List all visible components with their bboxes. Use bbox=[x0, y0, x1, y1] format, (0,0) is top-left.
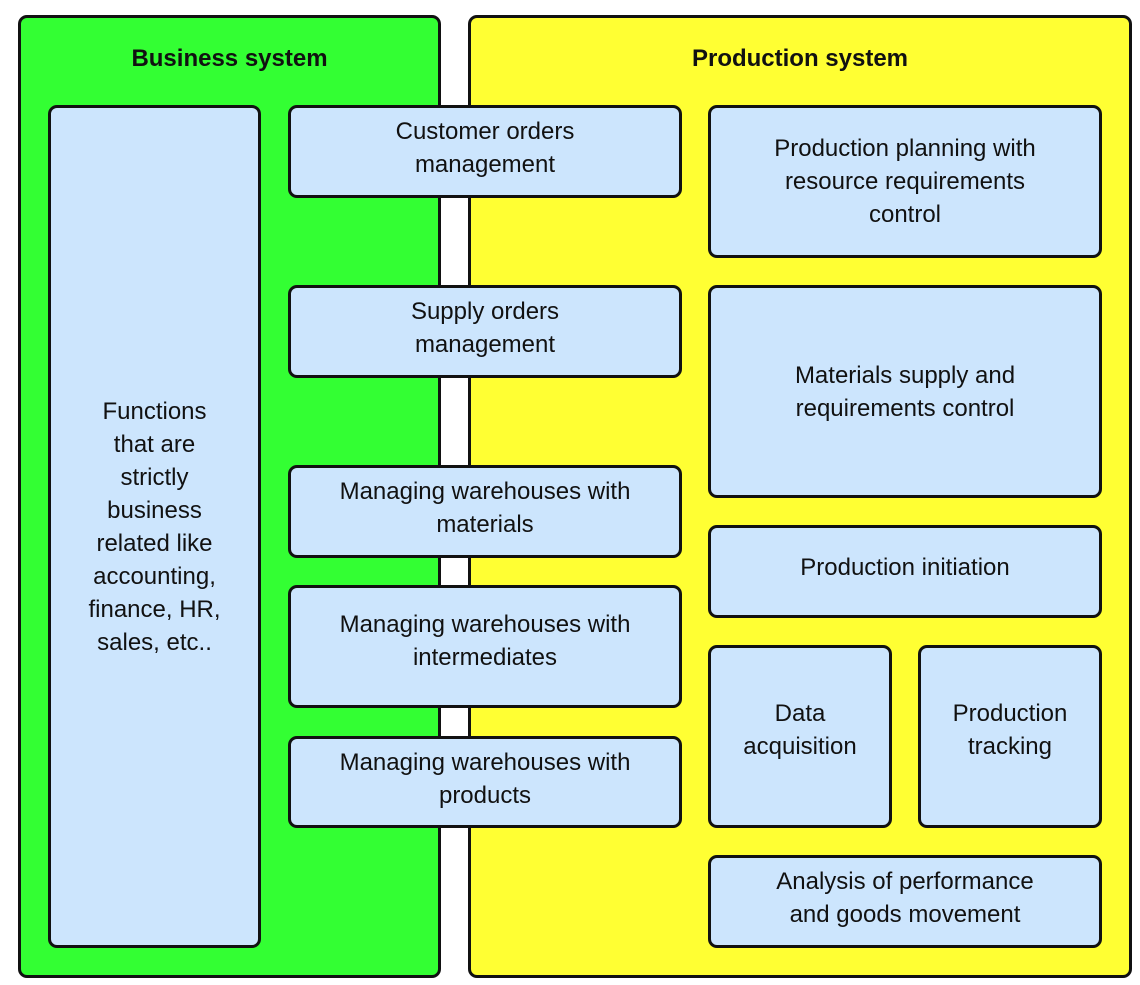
materials-supply-text: Materials supply and requirements contro… bbox=[794, 361, 1016, 422]
customer-orders-box: Customer orders management bbox=[288, 105, 682, 198]
warehouses-products-box: Managing warehouses with products bbox=[288, 736, 682, 828]
production-planning-box: Production planning with resource requir… bbox=[708, 105, 1102, 258]
supply-orders-text: Supply orders management bbox=[410, 298, 560, 358]
production-tracking-box: Production tracking bbox=[918, 645, 1102, 828]
production-planning-text: Production planning with resource requir… bbox=[774, 135, 1036, 228]
business-system-title: Business system bbox=[131, 45, 328, 72]
warehouses-intermediates-text: Managing warehouses with intermediates bbox=[339, 611, 631, 671]
customer-orders-text: Customer orders management bbox=[395, 118, 575, 178]
analysis-text: Analysis of performance and goods moveme… bbox=[776, 868, 1034, 928]
warehouses-intermediates-box: Managing warehouses with intermediates bbox=[288, 585, 682, 708]
data-acquisition-text: Data acquisition bbox=[743, 699, 857, 760]
production-tracking-text: Production tracking bbox=[952, 699, 1068, 760]
analysis-box: Analysis of performance and goods moveme… bbox=[708, 855, 1102, 948]
production-initiation-box: Production initiation bbox=[708, 525, 1102, 618]
materials-supply-box: Materials supply and requirements contro… bbox=[708, 285, 1102, 498]
production-initiation-text: Production initiation bbox=[800, 554, 1010, 581]
data-acquisition-box: Data acquisition bbox=[708, 645, 892, 828]
warehouses-materials-box: Managing warehouses with materials bbox=[288, 465, 682, 558]
business-functions-text: Functions that are strictly business rel… bbox=[88, 397, 221, 656]
production-system-title: Production system bbox=[691, 45, 909, 72]
supply-orders-box: Supply orders management bbox=[288, 285, 682, 378]
warehouses-materials-text: Managing warehouses with materials bbox=[339, 478, 631, 538]
business-functions-box: Functions that are strictly business rel… bbox=[48, 105, 261, 948]
warehouses-products-text: Managing warehouses with products bbox=[339, 749, 631, 809]
